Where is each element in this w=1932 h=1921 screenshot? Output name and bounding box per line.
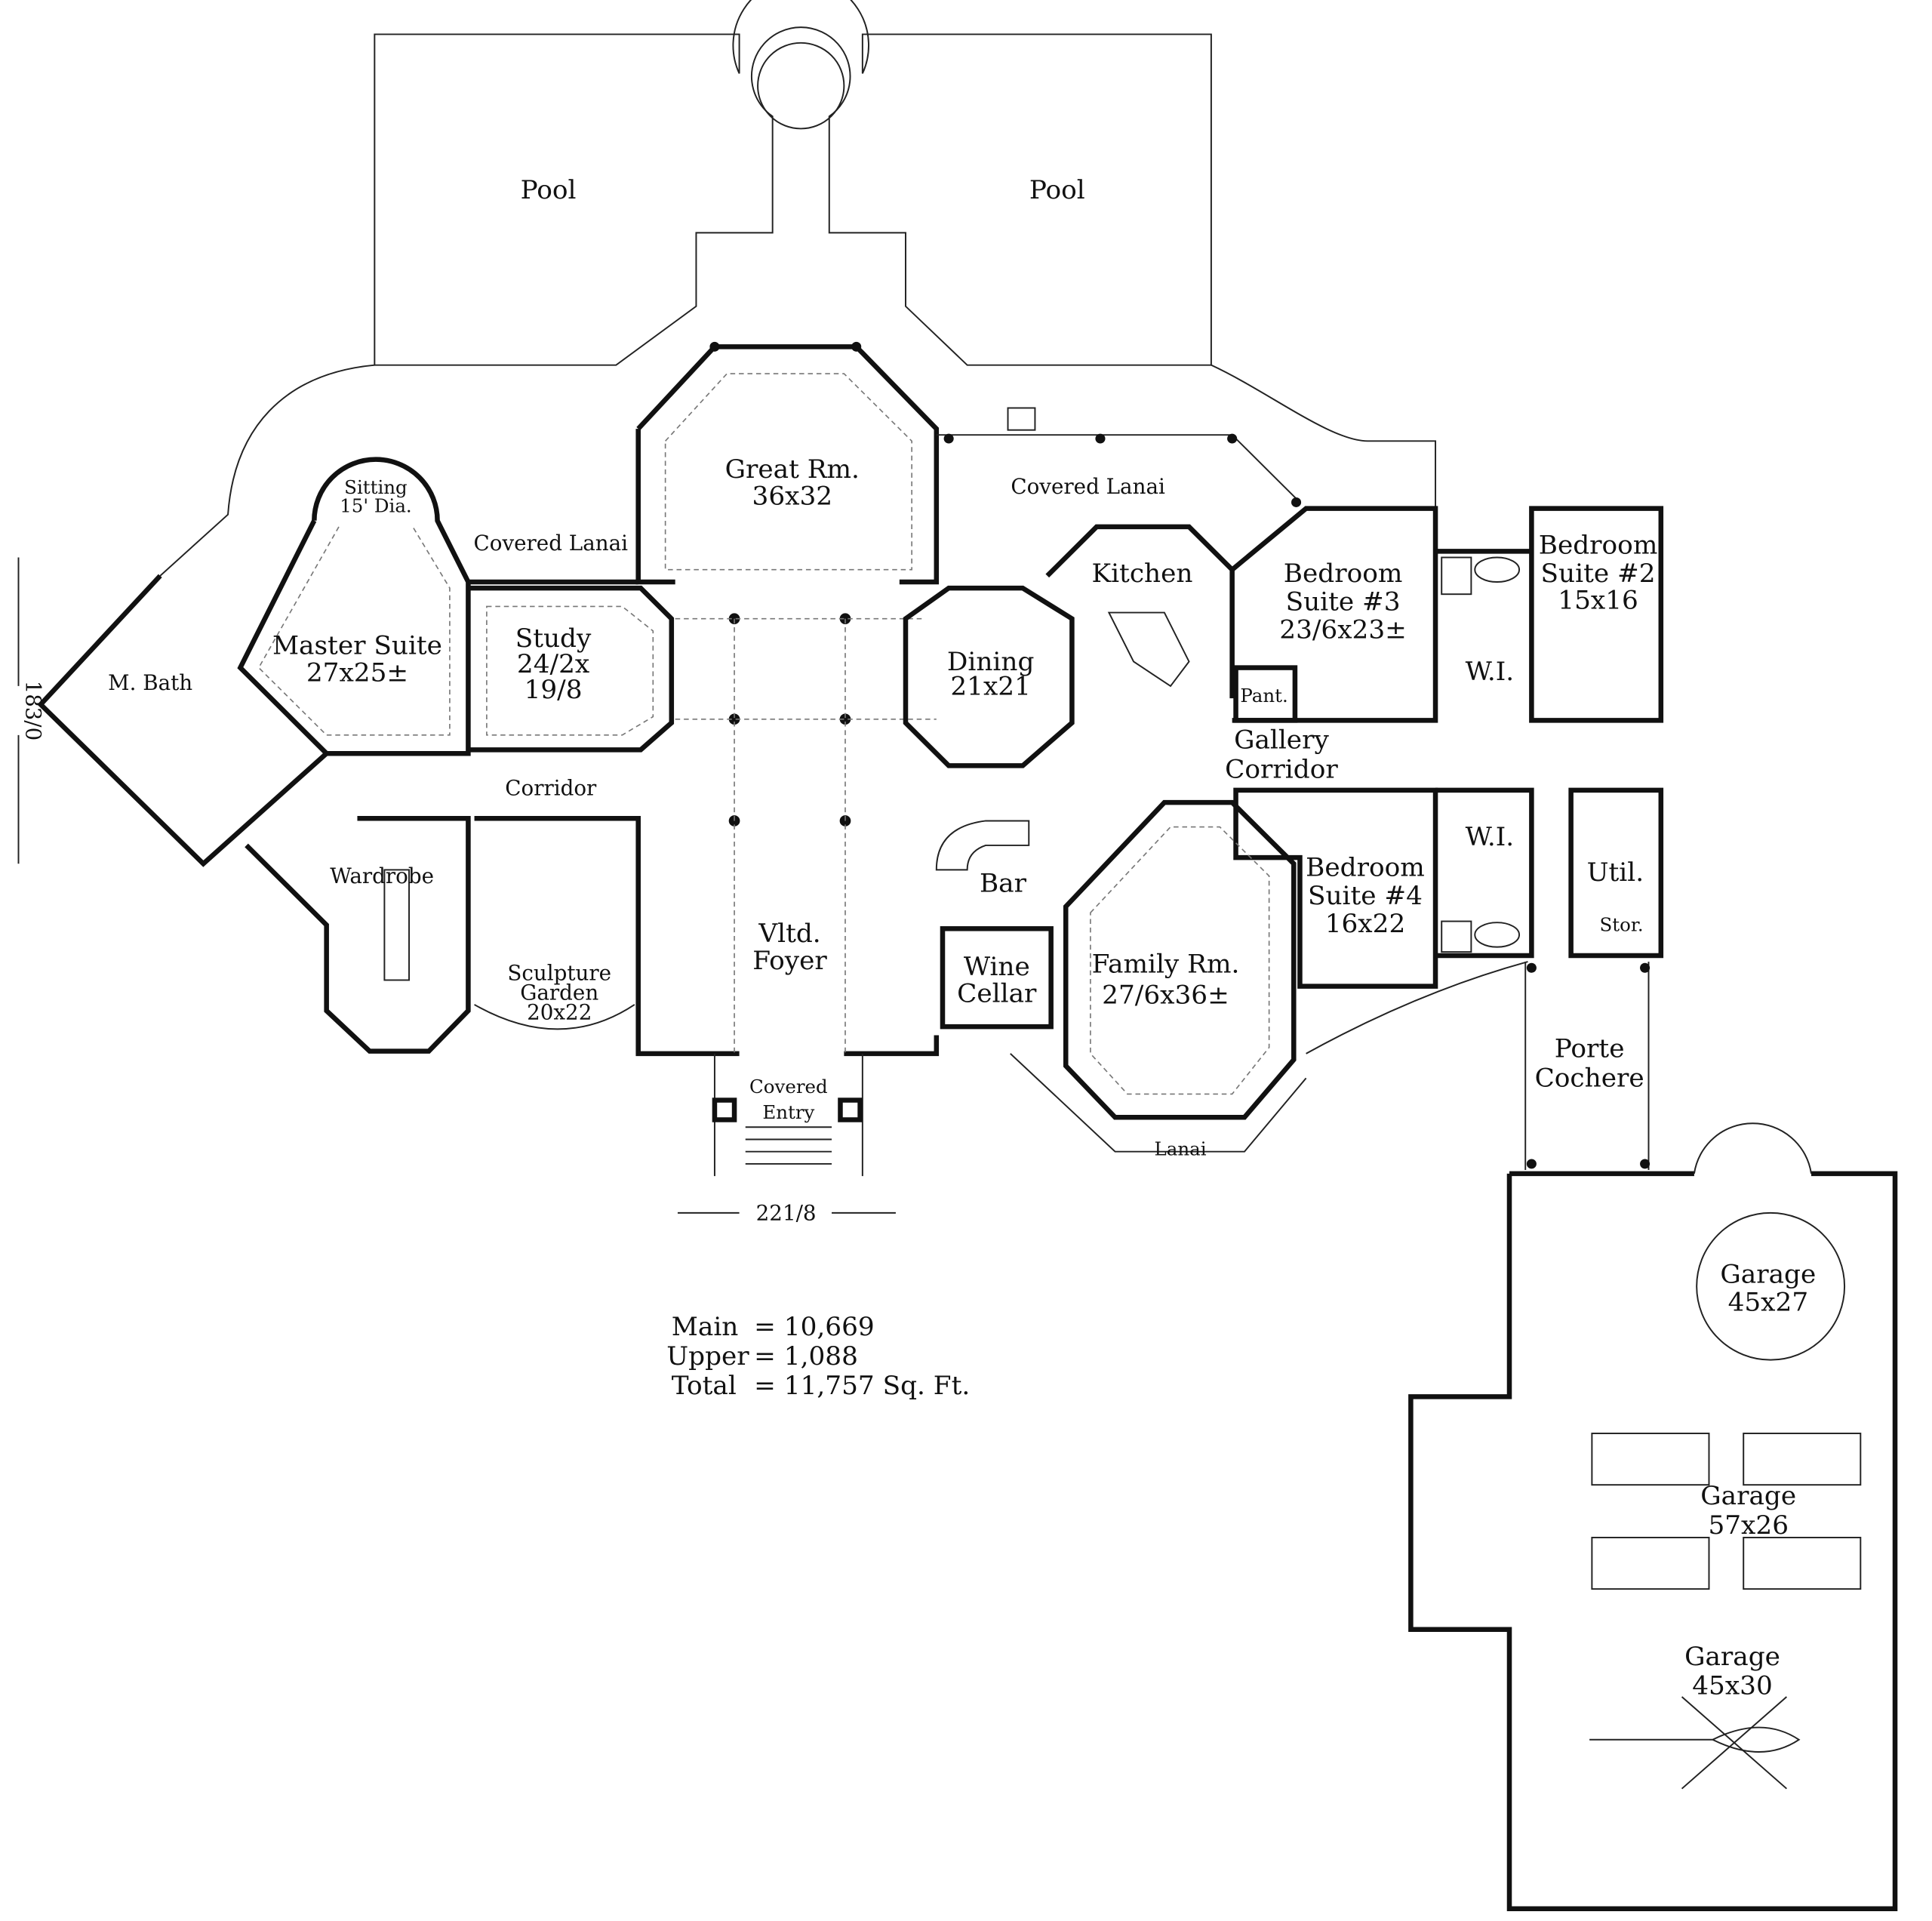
fireplace-icon [1007,407,1036,431]
area-main-label: Main [672,1312,739,1342]
label-pool-left: Pool [521,175,577,205]
label-covered-lanai-rear: Covered Lanai [1011,474,1165,499]
label-porte-line2: Cochere [1535,1064,1644,1094]
label-sitting-size: 15' Dia. [340,495,411,517]
label-kitchen: Kitchen [1091,559,1192,589]
label-corridor: Corridor [505,775,597,800]
label-sitting: Sitting [344,476,408,498]
label-garage1: Garage [1720,1259,1816,1289]
west-front-walls [245,815,940,1057]
label-study-size2: 19/8 [525,675,583,705]
label-garage1-size: 45x27 [1728,1288,1809,1318]
area-total-label: Total [672,1371,737,1401]
label-sculpture-line1: Sculpture [507,961,611,986]
label-bedroom2-line2: Suite #2 [1541,559,1656,589]
label-study: Study [515,623,592,654]
kitchen-walls [1045,524,1235,699]
dimension-lines [17,557,896,1214]
label-sculpture-size: 20x22 [527,999,592,1024]
label-family-room: Family Rm. [1092,950,1240,980]
garage-walls [1408,1122,1898,1912]
label-gallery-line2: Corridor [1225,755,1338,785]
label-bedroom3-line1: Bedroom [1284,559,1403,589]
center-front-walls [935,799,1528,1153]
label-bedroom2-line1: Bedroom [1539,531,1658,561]
label-bedroom3-size: 23/6x23± [1279,615,1407,645]
label-foyer-line1: Vltd. [758,919,820,949]
label-gallery-line1: Gallery [1234,725,1329,756]
label-pool-right: Pool [1029,175,1085,205]
label-garage3-size: 45x30 [1692,1671,1773,1701]
label-bedroom2-size: 15x16 [1558,586,1638,616]
label-master-suite: Master Suite [272,631,442,661]
label-entry-line1: Covered [749,1076,828,1097]
label-lanai-front: Lanai [1155,1138,1207,1160]
label-master-suite-size: 27x25± [306,658,408,688]
label-walkin2: W.I. [1466,822,1515,852]
dimension-width: 221/8 [756,1201,817,1226]
label-walkin1: W.I. [1466,657,1515,687]
label-porte-line1: Porte [1555,1034,1625,1064]
label-dining: Dining [947,647,1034,677]
label-wine-line2: Cellar [957,979,1037,1009]
pool-deck [159,0,1437,577]
label-bar: Bar [980,869,1027,899]
area-upper-value: = 1,088 [754,1341,858,1371]
label-pantry: Pant. [1240,685,1287,707]
master-wing-walls [37,457,675,867]
porte-cochere-outline [1524,962,1650,1171]
label-great-room: Great Rm. [725,454,860,485]
label-bedroom4-line2: Suite #4 [1308,881,1423,911]
label-wine-line1: Wine [964,952,1030,982]
label-study-size1: 24/2x [517,649,589,679]
label-storage: Stor. [1600,914,1644,936]
label-great-room-size: 36x32 [752,482,833,512]
label-garage2-size: 57x26 [1708,1510,1789,1541]
label-dining-size: 21x21 [950,671,1031,701]
dining-walls [903,585,1075,768]
dimension-depth: 183/0 [20,681,45,740]
label-bedroom3-line2: Suite #3 [1286,586,1401,617]
label-covered-lanai-master: Covered Lanai [474,531,629,556]
label-entry-line2: Entry [762,1101,814,1123]
label-family-room-size: 27/6x36± [1102,980,1229,1010]
label-foyer-line2: Foyer [752,946,827,976]
label-sculpture-line2: Garden [520,981,598,1005]
foyer-columns [675,613,937,1054]
area-upper-label: Upper [666,1341,749,1371]
label-utility: Util. [1587,857,1644,888]
east-wing-walls [1230,506,1664,989]
label-garage3: Garage [1684,1642,1780,1672]
label-bedroom4-line1: Bedroom [1306,853,1425,883]
entry-steps [712,1053,863,1177]
label-garage2: Garage [1700,1481,1796,1511]
area-total-value: = 11,757 Sq. Ft. [754,1371,970,1401]
label-master-bath: M. Bath [108,670,192,695]
area-summary: Main = 10,669 Upper = 1,088 Total = 11,7… [666,1312,970,1401]
area-main-value: = 10,669 [754,1312,875,1342]
label-bedroom4-size: 16x22 [1325,909,1406,939]
label-wardrobe: Wardrobe [330,864,434,888]
